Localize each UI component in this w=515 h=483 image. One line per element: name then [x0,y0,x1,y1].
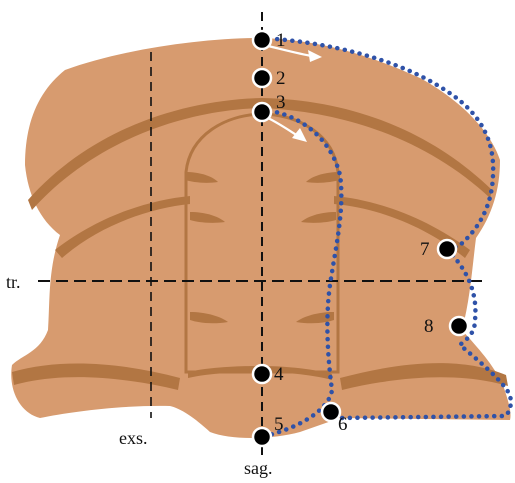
landmark-4-point [253,365,271,383]
landmark-6-label: 6 [338,414,348,435]
landmark-3-label: 3 [276,92,286,113]
landmark-7-point [438,240,456,258]
exsagittal-axis-label: exs. [119,428,148,448]
sagittal-axis-label: sag. [244,458,273,478]
landmark-2-point [253,69,271,87]
landmark-7-label: 7 [420,239,430,260]
landmark-2-label: 2 [276,68,286,89]
landmark-5-point [253,428,271,446]
landmark-5-label: 5 [274,414,284,435]
landmark-1-point [253,31,271,49]
landmark-8-label: 8 [424,316,434,337]
landmark-1-label: 1 [276,30,286,51]
landmark-3-point [253,103,271,121]
transverse-axis-label: tr. [6,272,21,292]
landmark-4-label: 4 [274,364,284,385]
landmark-8-point [450,317,468,335]
